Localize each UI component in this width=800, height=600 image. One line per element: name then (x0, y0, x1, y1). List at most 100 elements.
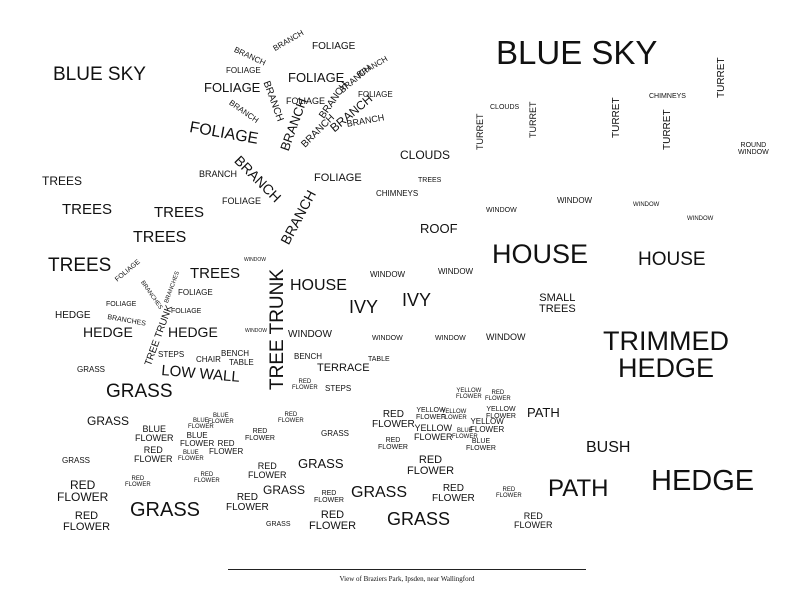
word-window: WINDOW (486, 332, 526, 342)
word-blue-flower: BLUE FLOWER (178, 450, 204, 462)
word-red-flower: RED FLOWER (309, 509, 357, 532)
word-foliage: FOLIAGE (178, 288, 213, 297)
caption-rule (228, 569, 586, 570)
word-house: HOUSE (492, 239, 589, 269)
word-bench: BENCH (294, 352, 323, 361)
word-foliage: FOLIAGE (288, 70, 345, 85)
word-round-window: ROUND WINDOW (738, 142, 769, 156)
word-branch: BRANCH (299, 112, 337, 151)
word-foliage: FOLIAGE (312, 41, 356, 52)
word-turret: TURRET (716, 57, 727, 98)
word-hedge: HEDGE (168, 324, 218, 340)
word-trees: TREES (48, 255, 112, 276)
word-red-flower: RED FLOWER (314, 490, 344, 504)
word-table: TABLE (229, 358, 254, 367)
word-foliage: FOLIAGE (188, 119, 260, 148)
word-table: TABLE (368, 356, 390, 363)
word-blue-flower: BLUE FLOWER (452, 428, 478, 440)
word-yellow-flower: YELLOW FLOWER (470, 417, 505, 434)
word-turret: TURRET (611, 97, 622, 138)
word-window: WINDOW (486, 207, 517, 214)
word-window: WINDOW (557, 196, 593, 205)
word-window: WINDOW (435, 335, 466, 342)
word-grass: GRASS (266, 521, 291, 528)
word-grass: GRASS (130, 499, 201, 521)
word-chimneys: CHIMNEYS (649, 93, 686, 100)
word-red-flower: RED FLOWER (432, 483, 475, 504)
word-foliage: FOLIAGE (286, 96, 326, 106)
word-grass: GRASS (387, 509, 451, 529)
word-branch: BRANCH (277, 187, 320, 248)
word-blue-flower: BLUE FLOWER (208, 413, 234, 425)
word-trees: TREES (133, 229, 187, 246)
word-yellow-flower: YELLOW FLOWER (486, 406, 516, 420)
word-window: WINDOW (288, 329, 332, 340)
word-yellow-flower: YELLOW FLOWER (414, 423, 453, 442)
word-bench: BENCH (221, 349, 250, 358)
word-branch: BRANCH (271, 28, 306, 53)
word-steps: STEPS (158, 350, 185, 359)
word-trees: TREES (42, 174, 83, 188)
word-foliage: FOLIAGE (171, 308, 202, 315)
word-grass: GRASS (62, 456, 91, 465)
word-yellow-flower: YELLOW FLOWER (416, 407, 446, 421)
word-red-flower: RED FLOWER (278, 412, 304, 424)
word-grass: GRASS (77, 365, 106, 374)
word-yellow-flower: YELLOW FLOWER (456, 388, 482, 400)
word-grass: GRASS (321, 429, 350, 438)
word-window: WINDOW (438, 267, 474, 276)
word-foliage: FOLIAGE (314, 172, 362, 184)
word-tree-trunk: TREE TRUNK (267, 268, 288, 390)
word-red-flower: RED FLOWER (372, 409, 415, 430)
word-turret: TURRET (475, 113, 485, 151)
word-grass: GRASS (87, 414, 130, 428)
word-red-flower: RED FLOWER (485, 390, 511, 402)
word-window: WINDOW (372, 335, 403, 342)
word-foliage: FOLIAGE (106, 301, 137, 308)
word-path: PATH (548, 475, 609, 502)
word-red-flower: RED FLOWER (378, 437, 408, 451)
word-blue-flower: BLUE FLOWER (188, 418, 214, 430)
word-red-flower: RED FLOWER (134, 445, 173, 464)
word-window: WINDOW (244, 257, 266, 263)
word-red-flower: RED FLOWER (407, 454, 455, 477)
word-red-flower: RED FLOWER (514, 511, 553, 530)
word-trees: TREES (418, 177, 442, 184)
word-grass: GRASS (351, 484, 408, 501)
word-blue-sky: BLUE SKY (496, 34, 658, 71)
word-window: WINDOW (687, 216, 714, 222)
word-branch: BRANCH (199, 169, 238, 179)
word-chair: CHAIR (196, 355, 221, 364)
word-turret: TURRET (662, 109, 673, 150)
word-red-flower: RED FLOWER (57, 478, 109, 504)
word-chimneys: CHIMNEYS (376, 189, 419, 198)
word-branch: BRANCH (260, 79, 286, 124)
word-red-flower: RED FLOWER (209, 439, 244, 456)
word-red-flower: RED FLOWER (245, 428, 275, 442)
word-red-flower: RED FLOWER (248, 461, 287, 480)
word-hedge: HEDGE (83, 324, 133, 340)
word-foliage: FOLIAGE (226, 66, 261, 75)
word-branch: BRANCH (232, 45, 268, 68)
word-branches: BRANCHES (139, 280, 164, 311)
word-blue-sky: BLUE SKY (53, 64, 146, 85)
word-house: HOUSE (290, 277, 347, 294)
word-small-trees: SMALL TREES (539, 292, 576, 315)
word-ivy: IVY (402, 290, 432, 310)
word-clouds: CLOUDS (400, 148, 451, 162)
word-red-flower: RED FLOWER (63, 510, 111, 533)
word-red-flower: RED FLOWER (194, 472, 220, 484)
word-terrace: TERRACE (317, 362, 370, 374)
word-grass: GRASS (106, 381, 173, 402)
word-clouds: CLOUDS (490, 104, 520, 111)
word-foliage: FOLIAGE (114, 258, 142, 284)
word-trees: TREES (154, 204, 205, 221)
word-window: WINDOW (633, 202, 660, 208)
word-trees: TREES (190, 265, 241, 282)
word-branch: BRANCH (227, 98, 261, 125)
word-hedge: HEDGE (55, 310, 91, 321)
word-foliage: FOLIAGE (204, 80, 261, 95)
word-path: PATH (527, 405, 560, 420)
word-grass: GRASS (298, 456, 344, 471)
